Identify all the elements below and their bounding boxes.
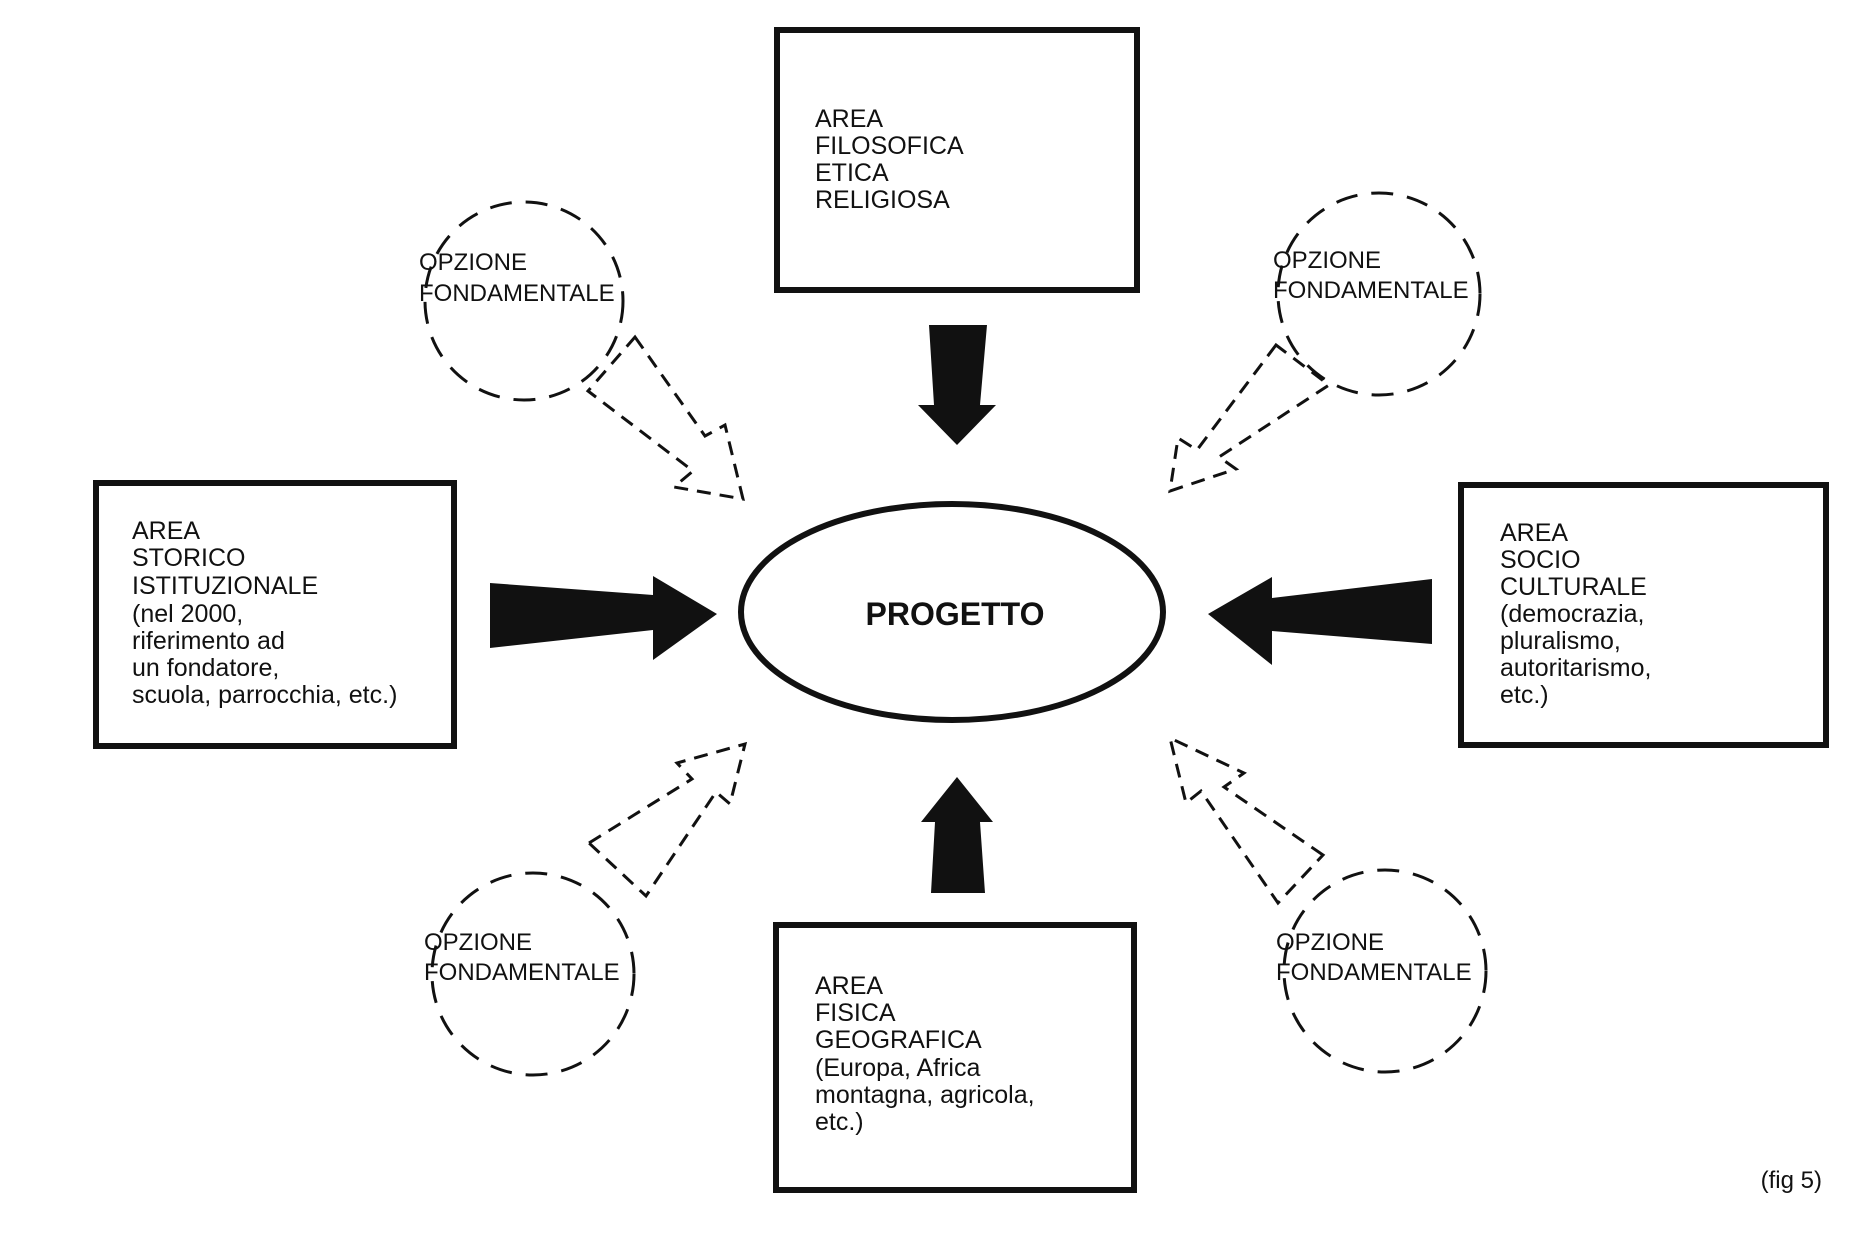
option-circle-top-right: OPZIONE FONDAMENTALE [1273, 191, 1482, 397]
dashed-arrow-bottom-left [586, 741, 748, 899]
option-bottom-right-line: OPZIONE [1276, 929, 1384, 956]
area-left-line: riferimento ad [132, 627, 285, 655]
area-right-line: (democrazia, [1500, 600, 1645, 628]
option-top-right-text: OPZIONE FONDAMENTALE [1273, 247, 1469, 304]
option-top-left-line: OPZIONE [419, 249, 527, 276]
center-node: PROGETTO [738, 501, 1166, 723]
area-left-text: AREA STORICO ISTITUZIONALE (nel 2000, ri… [132, 517, 397, 709]
area-bottom-line: montagna, agricola, [815, 1081, 1035, 1109]
area-bottom-line: etc.) [815, 1108, 864, 1136]
area-left-line: un fondatore, [132, 654, 279, 682]
area-bottom-text: AREA FISICA GEOGRAFICA (Europa, Africa m… [815, 972, 1042, 1136]
area-bottom-line: FISICA [815, 999, 896, 1027]
option-bottom-right-text: OPZIONE FONDAMENTALE [1276, 929, 1472, 986]
option-top-left-text: OPZIONE FONDAMENTALE [419, 249, 615, 307]
area-right-line: autoritarismo, [1500, 654, 1651, 682]
area-right-line: pluralismo, [1500, 627, 1621, 655]
figure-label: (fig 5) [1761, 1167, 1822, 1194]
area-left-line: (nel 2000, [132, 600, 243, 628]
option-top-right-line: FONDAMENTALE [1273, 277, 1469, 304]
option-bottom-left-line: OPZIONE [424, 929, 532, 956]
dashed-arrow-bottom-right [1167, 735, 1326, 906]
arrow-right-left [1208, 577, 1432, 665]
option-top-right-line: OPZIONE [1273, 247, 1381, 274]
area-right-text: AREA SOCIO CULTURALE (democrazia, plural… [1500, 519, 1658, 709]
area-right-line: SOCIO [1500, 546, 1581, 574]
arrow-top-down [918, 325, 996, 445]
option-top-left-line: FONDAMENTALE [419, 280, 615, 307]
area-bottom-line: (Europa, Africa [815, 1054, 980, 1082]
area-left-line: ISTITUZIONALE [132, 572, 318, 600]
area-left-line: AREA [132, 517, 200, 545]
arrow-bottom-up [921, 777, 993, 893]
area-box-right: AREA SOCIO CULTURALE (democrazia, plural… [1458, 482, 1829, 748]
area-top-line: RELIGIOSA [815, 186, 950, 214]
area-bottom-line: AREA [815, 972, 883, 1000]
option-bottom-left-text: OPZIONE FONDAMENTALE [424, 929, 620, 986]
area-right-line: AREA [1500, 519, 1568, 547]
area-box-left: AREA STORICO ISTITUZIONALE (nel 2000, ri… [93, 480, 457, 749]
center-label: PROGETTO [866, 596, 1045, 632]
option-circle-bottom-right: OPZIONE FONDAMENTALE [1276, 868, 1488, 1074]
option-circle-bottom-left: OPZIONE FONDAMENTALE [424, 871, 636, 1077]
area-top-line: ETICA [815, 159, 889, 187]
area-top-line: AREA [815, 105, 883, 133]
area-box-bottom: AREA FISICA GEOGRAFICA (Europa, Africa m… [773, 922, 1137, 1193]
area-top-line: FILOSOFICA [815, 132, 964, 160]
option-circle-top-left: OPZIONE FONDAMENTALE [419, 200, 625, 402]
dashed-arrow-top-left [585, 334, 745, 501]
area-top-text: AREA FILOSOFICA ETICA RELIGIOSA [815, 105, 969, 214]
option-bottom-right-line: FONDAMENTALE [1276, 959, 1472, 986]
area-right-line: etc.) [1500, 681, 1549, 709]
arrow-left-right [490, 576, 717, 660]
area-bottom-line: GEOGRAFICA [815, 1026, 982, 1054]
area-left-line: STORICO [132, 544, 245, 572]
area-box-top: AREA FILOSOFICA ETICA RELIGIOSA [774, 27, 1140, 293]
dashed-arrow-top-right [1168, 342, 1332, 494]
option-bottom-left-line: FONDAMENTALE [424, 959, 620, 986]
area-right-line: CULTURALE [1500, 573, 1647, 601]
area-left-line: scuola, parrocchia, etc.) [132, 681, 397, 709]
